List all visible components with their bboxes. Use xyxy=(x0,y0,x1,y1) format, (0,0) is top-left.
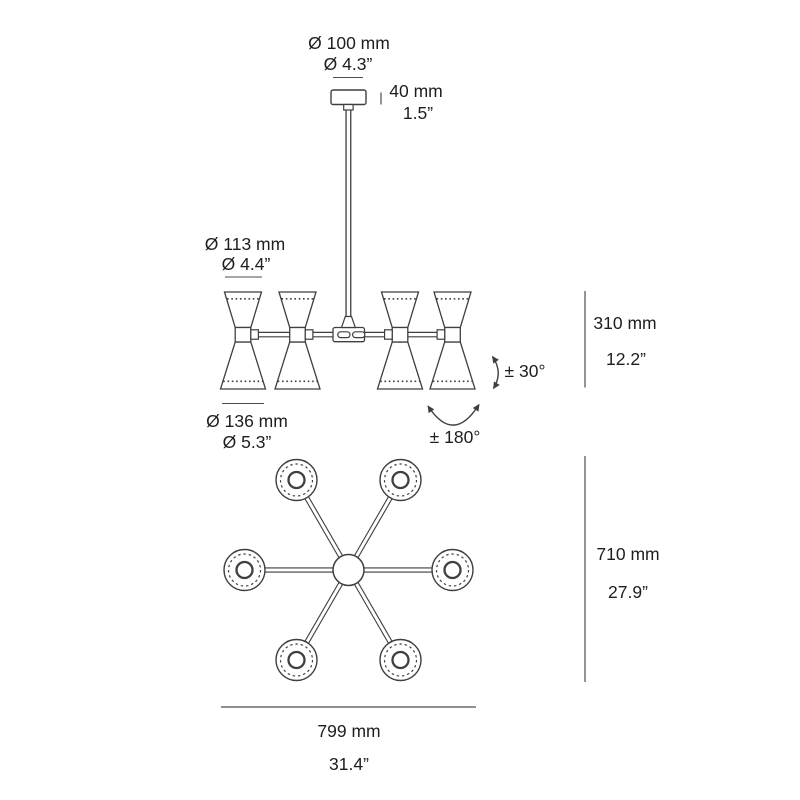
hub-slot-left xyxy=(337,331,351,339)
overall-height-mm-label: 710 mm xyxy=(596,544,659,564)
tilt-angle-label: ± 30° xyxy=(505,361,546,381)
canopy-height-mm-label: 40 mm xyxy=(389,81,442,101)
stem-collar xyxy=(340,315,357,329)
dimension-labels: Ø 100 mm Ø 4.3” 40 mm 1.5” Ø 113 mm Ø 4.… xyxy=(205,33,660,774)
overall-width-in-label: 31.4” xyxy=(329,754,369,774)
shade-side-3 xyxy=(376,291,424,390)
overall-height-in-label: 27.9” xyxy=(608,582,648,602)
top-view-lamp-right xyxy=(430,548,475,592)
shade-bottom-diameter-mm-label: Ø 136 mm xyxy=(206,411,288,431)
arm-connectors xyxy=(250,329,446,340)
rotation-angle-arrow xyxy=(427,403,480,426)
body-height-mm-label: 310 mm xyxy=(593,313,656,333)
canopy-stem-connector xyxy=(343,103,354,111)
hub-slot-right xyxy=(352,331,366,339)
shade-bottom-diameter-in-label: Ø 5.3” xyxy=(223,432,272,452)
canopy-diameter-in-label: Ø 4.3” xyxy=(324,54,373,74)
canopy xyxy=(330,89,367,111)
top-view-lamp-upper-left xyxy=(274,458,319,502)
rotation-angle-label: ± 180° xyxy=(430,427,481,447)
central-hub xyxy=(332,326,366,343)
body-height-in-label: 12.2” xyxy=(606,349,646,369)
shade-top-diameter-mm-label: Ø 113 mm xyxy=(205,234,285,254)
canopy-diameter-mm-label: Ø 100 mm xyxy=(308,33,390,53)
shade-top-diameter-in-label: Ø 4.4” xyxy=(222,254,271,274)
tilt-angle-arrow xyxy=(491,355,500,390)
top-view-hub-circle xyxy=(332,553,365,587)
top-view-lamp-upper-right xyxy=(378,458,423,502)
dimension-lines xyxy=(221,77,586,708)
shade-side-4 xyxy=(429,291,476,390)
top-view-lamp-lower-right xyxy=(378,638,423,682)
canopy-height-in-label: 1.5” xyxy=(403,103,433,123)
top-view-lamp-lower-left xyxy=(274,638,319,682)
shade-side-1 xyxy=(219,291,267,390)
overall-width-mm-label: 799 mm xyxy=(317,721,380,741)
shade-side-2 xyxy=(274,291,321,390)
top-view-lamp-left xyxy=(222,548,267,592)
